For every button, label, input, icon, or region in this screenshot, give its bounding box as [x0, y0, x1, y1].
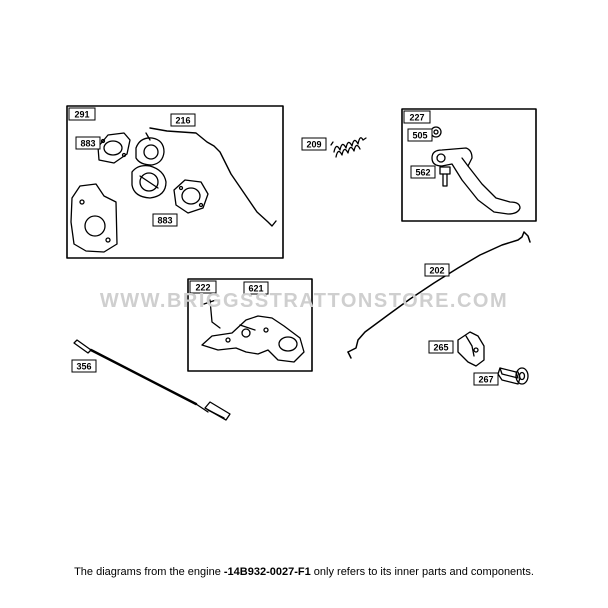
label-209: 209 [301, 137, 327, 151]
label-202: 202 [424, 263, 450, 277]
assembly-box-291 [66, 105, 284, 259]
label-883-lower: 883 [152, 213, 178, 227]
assembly-box-222 [187, 278, 313, 372]
label-box-291: 291 [68, 107, 96, 121]
governor-crank-216 [131, 132, 167, 199]
control-lever [431, 147, 521, 215]
bracket-265 [457, 331, 485, 367]
label-562: 562 [410, 165, 436, 179]
svg-text:227: 227 [409, 113, 424, 123]
svg-text:291: 291 [74, 110, 89, 120]
caption-suffix: only refers to its inner parts and compo… [310, 566, 534, 578]
svg-text:216: 216 [175, 116, 190, 126]
label-883-upper: 883 [75, 136, 101, 150]
governor-control-assembly-621 [201, 299, 305, 363]
svg-text:356: 356 [76, 362, 91, 372]
governor-rod-202 [347, 231, 531, 353]
svg-text:883: 883 [80, 139, 95, 149]
caption-engine-model: -14B932-0027-F1 [223, 566, 311, 578]
caption-prefix: The diagrams from the engine [74, 566, 224, 578]
spring-209 [330, 137, 367, 158]
label-216: 216 [170, 113, 196, 127]
label-621: 621 [243, 281, 269, 295]
label-box-222: 222 [189, 280, 217, 294]
svg-text:209: 209 [306, 140, 321, 150]
mounting-plate [70, 183, 118, 253]
svg-text:621: 621 [248, 284, 263, 294]
label-265: 265 [428, 340, 454, 354]
svg-text:267: 267 [478, 375, 493, 385]
svg-text:222: 222 [195, 283, 210, 293]
screw-267 [497, 367, 529, 385]
svg-text:202: 202 [429, 266, 444, 276]
link-rod-216 [149, 127, 277, 227]
label-box-227: 227 [403, 110, 431, 124]
svg-text:883: 883 [157, 216, 172, 226]
gasket-883-lower [173, 179, 209, 214]
choke-cable-356 [73, 339, 231, 421]
screw-562 [439, 166, 451, 187]
diagram-caption: The diagrams from the engine -14B932-002… [0, 566, 608, 578]
assembly-box-227 [401, 108, 537, 222]
label-267: 267 [473, 372, 499, 386]
svg-text:562: 562 [415, 168, 430, 178]
label-356: 356 [71, 359, 97, 373]
svg-text:505: 505 [412, 131, 427, 141]
svg-text:265: 265 [433, 343, 448, 353]
label-505: 505 [407, 128, 433, 142]
gasket-883-upper [97, 132, 131, 164]
